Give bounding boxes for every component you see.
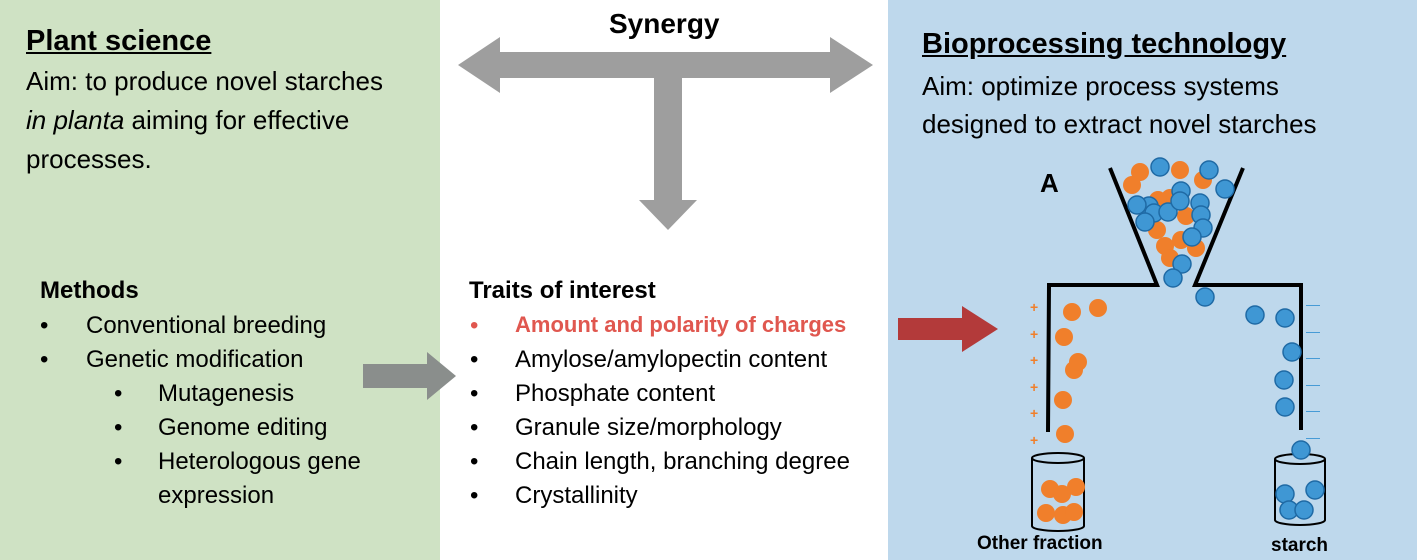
orange-granule <box>1065 503 1083 521</box>
method-item: Conventional breeding <box>86 312 327 339</box>
sub-method-item: expression <box>158 482 275 509</box>
blue-starch-granule <box>1182 227 1202 247</box>
negative-charge-sign: — <box>1306 349 1320 365</box>
orange-granule <box>1067 478 1085 496</box>
traits-title: Traits of interest <box>469 277 656 304</box>
blue-starch-granule <box>1195 287 1215 307</box>
panel-label-a: A <box>1040 168 1059 198</box>
sub-method-bullet: • <box>114 414 123 441</box>
bioprocessing-title: Bioprocessing technology <box>922 28 1287 60</box>
trait-bullet: • <box>470 380 479 407</box>
blue-starch-granule <box>1215 179 1235 199</box>
traits-to-process-arrow <box>898 306 998 352</box>
orange-granule <box>1037 504 1055 522</box>
trait-item: Granule size/morphology <box>515 414 782 441</box>
method-item: Genetic modification <box>86 346 304 373</box>
positive-charge-sign: + <box>1030 352 1039 368</box>
separator-apparatus <box>1031 167 1326 532</box>
sub-method-item: Genome editing <box>158 414 328 441</box>
orange-granule <box>1171 161 1189 179</box>
blue-starch-granule <box>1274 370 1294 390</box>
other-fraction-label: Other fraction <box>977 533 1103 554</box>
orange-granule <box>1123 176 1141 194</box>
method-bullet: • <box>40 346 49 373</box>
bio-aim-line-2: designed to extract novel starches <box>922 109 1317 139</box>
in-planta-italic: in planta <box>26 105 125 135</box>
sub-method-item: Heterologous gene <box>158 448 361 475</box>
blue-starch-granule <box>1305 480 1325 500</box>
blue-starch-granule <box>1172 254 1192 274</box>
synergy-title: Synergy <box>609 8 720 39</box>
starch-granules <box>1037 157 1325 524</box>
positive-charge-sign: + <box>1030 431 1039 448</box>
trait-item: Crystallinity <box>515 482 638 509</box>
trait-item: Chain length, branching degree <box>515 448 850 475</box>
blue-starch-granule <box>1127 195 1147 215</box>
blue-starch-granule <box>1294 500 1314 520</box>
trait-bullet: • <box>470 312 479 339</box>
trait-item: Phosphate content <box>515 380 716 407</box>
blue-starch-granule <box>1158 202 1178 222</box>
orange-granule <box>1069 353 1087 371</box>
orange-granule <box>1089 299 1107 317</box>
negative-charge-sign: — <box>1306 428 1320 445</box>
orange-granule <box>1063 303 1081 321</box>
positive-charge-sign: + <box>1030 325 1039 342</box>
blue-starch-granule <box>1291 440 1311 460</box>
blue-starch-granule <box>1275 397 1295 417</box>
blue-starch-granule <box>1199 160 1219 180</box>
plant-aim-line-2: in planta aiming for effective <box>26 107 349 133</box>
blue-starch-granule <box>1170 191 1190 211</box>
positive-charge-sign: + <box>1030 405 1039 421</box>
negative-charge-sign: — <box>1306 402 1320 418</box>
blue-starch-granule <box>1275 308 1295 328</box>
trait-bullet: • <box>470 346 479 373</box>
synergy-down-arrow <box>639 78 697 230</box>
orange-granule <box>1053 485 1071 503</box>
plant-science-title: Plant science <box>26 25 212 57</box>
plant-aim-line-1: Aim: to produce novel starches <box>26 66 383 96</box>
orange-granule <box>1131 163 1149 181</box>
orange-granule <box>1054 391 1072 409</box>
blue-starch-granule <box>1135 212 1155 232</box>
trait-bullet: • <box>470 414 479 441</box>
blue-starch-granule <box>1245 305 1265 325</box>
sub-method-item: Mutagenesis <box>158 380 295 407</box>
negative-charge-sign: — <box>1306 322 1320 339</box>
orange-granule <box>1056 425 1074 443</box>
highlight-trait: Amount and polarity of charges <box>515 312 847 337</box>
bio-aim-line-1: Aim: optimize process systems <box>922 71 1279 101</box>
method-bullet: • <box>40 312 49 339</box>
bioprocessing-panel <box>888 0 1417 560</box>
synergy-double-arrow <box>458 37 873 93</box>
positive-charge-sign: + <box>1030 378 1039 395</box>
orange-granule <box>1177 207 1195 225</box>
methods-to-traits-arrow <box>363 352 456 400</box>
plant-science-panel <box>0 0 440 560</box>
trait-item: Amylose/amylopectin content <box>515 346 828 373</box>
plant-aim-line-3: processes. <box>26 144 152 174</box>
negative-charge-sign: — <box>1306 375 1320 392</box>
negative-charge-sign: — <box>1306 296 1320 312</box>
starch-label: starch <box>1271 535 1329 556</box>
blue-starch-granule <box>1275 484 1295 504</box>
positive-charge-sign: + <box>1030 299 1039 315</box>
sub-method-bullet: • <box>114 448 123 475</box>
sub-method-bullet: • <box>114 380 123 407</box>
methods-title: Methods <box>40 277 139 304</box>
blue-starch-granule <box>1282 342 1302 362</box>
blue-starch-granule <box>1163 268 1183 288</box>
trait-bullet: • <box>470 482 479 509</box>
orange-granule <box>1055 328 1073 346</box>
trait-bullet: • <box>470 448 479 475</box>
plant-aim-rest: aiming for effective <box>131 105 350 135</box>
blue-starch-granule <box>1150 157 1170 177</box>
